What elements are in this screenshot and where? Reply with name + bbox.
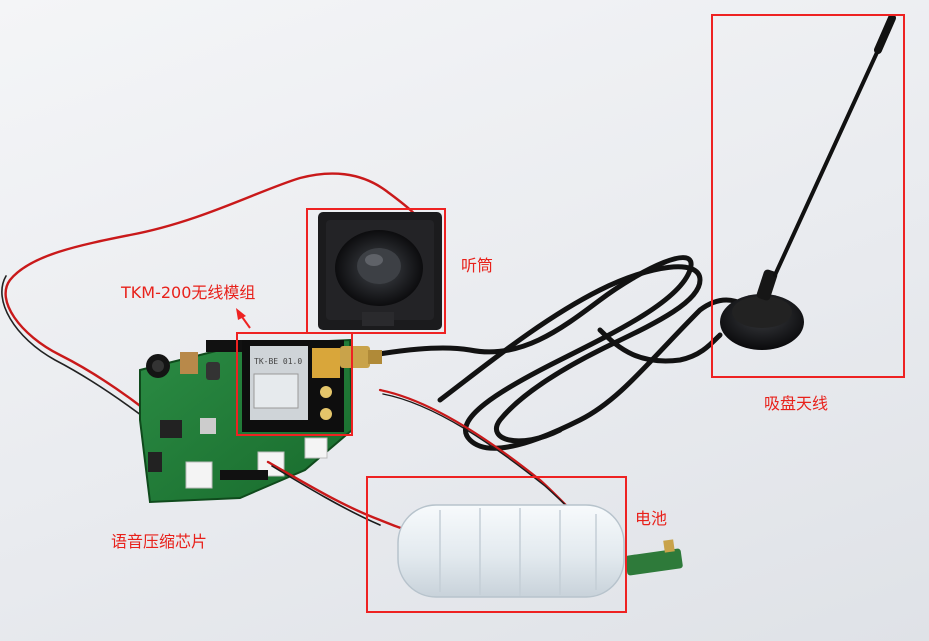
- battery-highlight-box: [366, 476, 627, 613]
- module-arrow: [236, 308, 251, 329]
- suction-antenna: [720, 14, 896, 350]
- battery-pack: [397, 504, 683, 598]
- module-highlight-box: [236, 332, 353, 436]
- antenna-coax-cable: [352, 255, 748, 451]
- module-marking: TK-BE 01.0: [254, 357, 302, 366]
- sma-connector: [340, 346, 382, 368]
- speaker-label: 听筒: [461, 256, 494, 275]
- wireless-module: TK-BE 01.0: [242, 340, 344, 432]
- antenna-highlight-box: [711, 14, 905, 378]
- chip-label: 语音压缩芯片: [111, 532, 208, 551]
- speaker-highlight-box: [306, 208, 446, 334]
- antenna-label: 吸盘天线: [764, 394, 829, 413]
- speaker-earpiece: [318, 212, 442, 330]
- battery-label: 电池: [635, 509, 668, 528]
- module-label: TKM-200无线模组: [121, 283, 256, 302]
